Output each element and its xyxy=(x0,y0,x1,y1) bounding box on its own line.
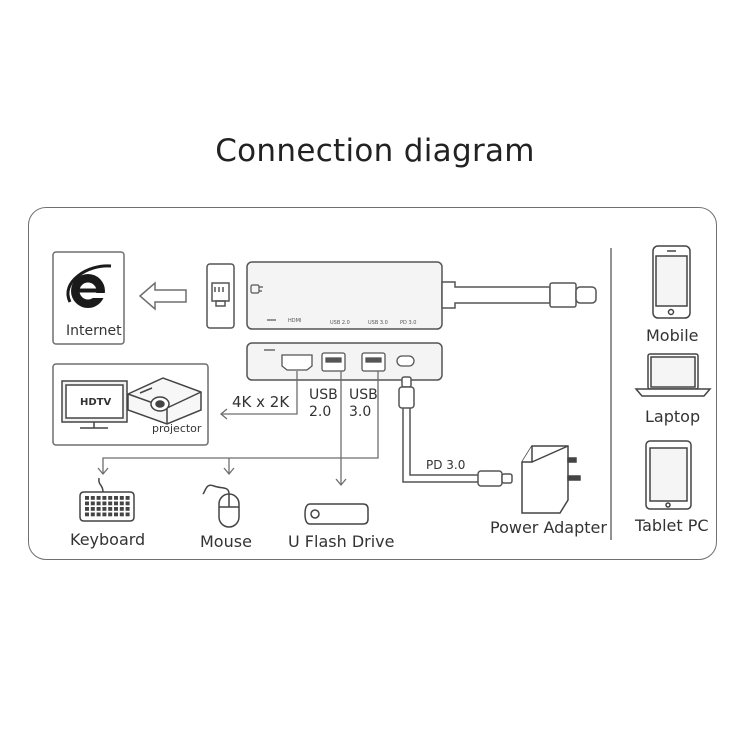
keyboard-key xyxy=(119,512,124,517)
keyboard-key xyxy=(108,507,113,511)
keyboard-label: Keyboard xyxy=(70,530,146,549)
pd-cable xyxy=(398,376,513,487)
keyboard-key xyxy=(102,496,107,500)
keyboard-keys xyxy=(85,496,130,517)
internet-explorer-icon xyxy=(66,264,112,308)
keyboard-key xyxy=(114,507,118,511)
diagram-panel xyxy=(28,207,717,560)
hub-top-details xyxy=(250,284,276,321)
keyboard-key xyxy=(85,507,89,511)
flash-drive-label: U Flash Drive xyxy=(288,532,395,551)
hdmi-line xyxy=(219,371,298,420)
keyboard-key xyxy=(102,507,107,511)
usb3-label-line2: 3.0 xyxy=(349,404,372,420)
keyboard-key xyxy=(114,496,118,500)
flash-drive-icon xyxy=(304,503,369,525)
mobile-label: Mobile xyxy=(646,326,699,345)
keyboard-key xyxy=(108,496,113,500)
keyboard-key xyxy=(125,512,130,517)
usb3-port-mark: USB 3.0 xyxy=(368,320,388,326)
tablet-label: Tablet PC xyxy=(635,516,709,535)
power-adapter-icon xyxy=(521,445,581,514)
mobile-icon xyxy=(652,245,691,319)
hdtv-icon xyxy=(61,380,128,429)
usb2-label-line1: USB xyxy=(309,387,338,403)
hdmi-port-mark: HDMI xyxy=(288,318,302,324)
power-adapter-label: Power Adapter xyxy=(490,518,607,537)
keyboard-key xyxy=(119,501,124,506)
display-box xyxy=(52,363,209,446)
keyboard-key xyxy=(85,512,89,517)
keyboard-key xyxy=(96,501,101,506)
keyboard-key xyxy=(90,512,95,517)
hub-cable xyxy=(441,281,597,309)
keyboard-key xyxy=(125,496,130,500)
hub-top-body xyxy=(246,261,443,330)
keyboard-key xyxy=(90,501,95,506)
keyboard-key xyxy=(108,512,113,517)
laptop-icon xyxy=(634,353,712,397)
keyboard-key xyxy=(125,507,130,511)
keyboard-key xyxy=(125,501,130,506)
resolution-label: 4K x 2K xyxy=(232,393,290,411)
keyboard-key xyxy=(108,501,113,506)
hdtv-label: HDTV xyxy=(80,397,112,408)
diagram-title: Connection diagram xyxy=(215,133,535,169)
keyboard-key xyxy=(114,512,118,517)
usb3-label-line1: USB xyxy=(349,387,378,403)
keyboard-key xyxy=(85,501,89,506)
keyboard-key xyxy=(90,507,95,511)
keyboard-key xyxy=(119,507,124,511)
pd-label: PD 3.0 xyxy=(426,458,466,472)
usb2-line xyxy=(97,371,379,476)
keyboard-key xyxy=(90,496,95,500)
keyboard-key xyxy=(102,512,107,517)
keyboard-key xyxy=(114,501,118,506)
mouse-label: Mouse xyxy=(200,532,252,551)
pd-port-mark: PD 3.0 xyxy=(400,320,417,326)
usb-c-port-icon xyxy=(396,355,415,367)
projector-label: projector xyxy=(152,422,202,435)
hdmi-port-icon xyxy=(281,354,313,371)
internet-box xyxy=(52,251,125,345)
internet-label: Internet xyxy=(66,323,122,339)
keyboard-key xyxy=(119,496,124,500)
laptop-label: Laptop xyxy=(645,407,701,426)
mouse-icon xyxy=(202,484,240,528)
arrow-left-icon xyxy=(138,281,187,311)
usb2-label-line2: 2.0 xyxy=(309,404,332,420)
keyboard-key xyxy=(96,512,101,517)
projector-icon xyxy=(127,377,202,425)
hub-ports xyxy=(264,349,415,372)
usb3-line xyxy=(335,371,347,487)
keyboard-key xyxy=(96,496,101,500)
keyboard-key xyxy=(102,501,107,506)
ethernet-port-icon xyxy=(206,263,235,329)
tablet-icon xyxy=(645,440,692,510)
keyboard-key xyxy=(96,507,101,511)
usb2-port-mark: USB 2.0 xyxy=(330,320,350,326)
keyboard-key xyxy=(85,496,89,500)
